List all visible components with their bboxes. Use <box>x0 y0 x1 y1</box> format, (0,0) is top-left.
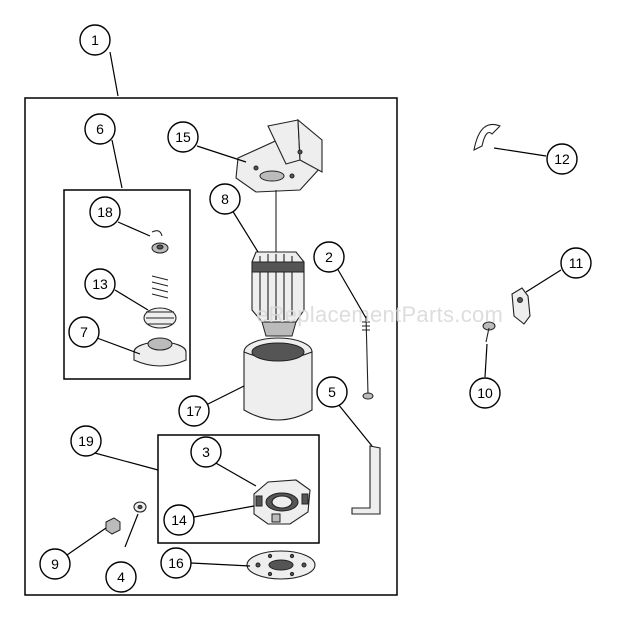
part-drive-end-cap <box>235 118 323 193</box>
part-housing <box>243 337 313 421</box>
part-drive-assembly <box>133 337 187 367</box>
svg-text:16: 16 <box>168 555 184 571</box>
svg-text:17: 17 <box>186 403 202 419</box>
part-bracket <box>511 287 531 325</box>
svg-text:9: 9 <box>51 556 59 572</box>
callout-8: 8 <box>209 183 241 215</box>
leader-lines <box>66 51 562 567</box>
callout-15: 15 <box>167 121 199 153</box>
svg-text:14: 14 <box>171 512 187 528</box>
callout-6: 6 <box>84 113 116 145</box>
svg-text:8: 8 <box>221 191 229 207</box>
svg-text:3: 3 <box>202 444 210 460</box>
drive-kit-frame <box>63 189 191 380</box>
callout-18: 18 <box>89 196 121 228</box>
brush-kit-frame <box>157 434 320 544</box>
callout-11: 11 <box>560 247 592 279</box>
part-through-bolt <box>362 315 374 400</box>
callout-10: 10 <box>469 377 501 409</box>
part-armature <box>251 190 305 337</box>
part-retaining-ring <box>151 230 163 237</box>
part-stop-collar <box>151 242 169 254</box>
svg-text:2: 2 <box>325 249 333 265</box>
callout-4: 4 <box>105 561 137 593</box>
part-end-cap <box>246 550 316 580</box>
svg-text:7: 7 <box>80 324 88 340</box>
callout-12: 12 <box>546 143 578 175</box>
svg-text:1: 1 <box>91 32 99 48</box>
svg-text:18: 18 <box>97 204 113 220</box>
svg-text:19: 19 <box>78 433 94 449</box>
part-nut <box>105 517 121 535</box>
callout-16: 16 <box>160 547 192 579</box>
callout-3: 3 <box>190 436 222 468</box>
part-clip <box>473 123 501 151</box>
svg-text:11: 11 <box>569 255 584 271</box>
part-brush-holder <box>253 479 311 525</box>
callout-7: 7 <box>68 316 100 348</box>
callout-17: 17 <box>178 395 210 427</box>
callout-13: 13 <box>84 268 116 300</box>
svg-text:5: 5 <box>328 384 336 400</box>
svg-text:6: 6 <box>96 121 104 137</box>
svg-text:12: 12 <box>554 151 570 167</box>
callout-1: 1 <box>79 24 111 56</box>
assembly-frame <box>24 97 398 596</box>
callout-19: 19 <box>70 425 102 457</box>
part-anti-drift-spring <box>151 275 169 299</box>
callout-5: 5 <box>316 376 348 408</box>
part-terminal-strap <box>351 445 381 515</box>
svg-text:10: 10 <box>477 385 493 401</box>
part-pinion-gear <box>143 307 177 329</box>
part-lock-washer <box>133 501 147 513</box>
callout-14: 14 <box>163 504 195 536</box>
svg-text:15: 15 <box>175 129 191 145</box>
svg-text:13: 13 <box>92 276 108 292</box>
svg-text:4: 4 <box>117 569 125 585</box>
part-screw <box>482 321 496 343</box>
callout-9: 9 <box>39 548 71 580</box>
callout-2: 2 <box>313 241 345 273</box>
watermark-text: eReplacementParts.com <box>256 302 503 327</box>
